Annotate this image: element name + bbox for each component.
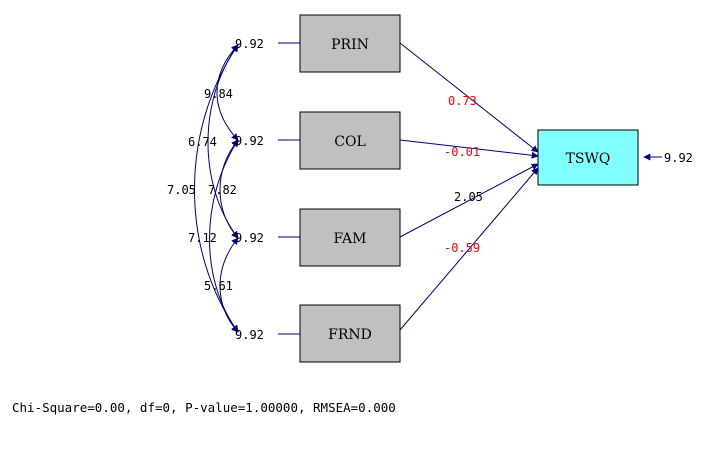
cov-arc-col-frnd <box>209 139 239 333</box>
cov-label-col-frnd: 7.12 <box>188 231 217 245</box>
node-frnd-label: FRND <box>328 327 372 343</box>
path-prin-tswq <box>399 42 539 153</box>
node-prin: PRIN <box>299 14 401 73</box>
node-tswq-label: TSWQ <box>566 151 611 167</box>
node-fam: FAM <box>299 208 401 267</box>
coef-fam-tswq: 2.05 <box>454 190 483 204</box>
path-frnd-tswq <box>399 167 539 331</box>
cov-label-col-fam: 7.82 <box>208 183 237 197</box>
coef-prin-tswq: 0.73 <box>448 94 477 108</box>
node-col: COL <box>299 111 401 170</box>
node-col-label: COL <box>334 134 366 150</box>
error-variance-col: 9.92 <box>235 134 264 148</box>
cov-label-prin-frnd: 7.05 <box>167 183 196 197</box>
cov-label-fam-frnd: 5.61 <box>204 279 233 293</box>
fit-statistics: Chi-Square=0.00, df=0, P-value=1.00000, … <box>12 400 396 415</box>
coef-col-tswq: -0.01 <box>444 145 480 159</box>
cov-label-prin-fam: 6.74 <box>188 135 217 149</box>
path-col-tswq <box>399 139 539 159</box>
node-tswq: TSWQ <box>537 129 639 186</box>
node-prin-label: PRIN <box>331 37 369 53</box>
cov-arc-prin-col <box>216 44 239 141</box>
error-variance-prin: 9.92 <box>235 37 264 51</box>
node-fam-label: FAM <box>334 231 367 247</box>
cov-label-prin-col: 9.84 <box>204 87 233 101</box>
coef-frnd-tswq: -0.59 <box>444 241 480 255</box>
cov-arc-prin-frnd <box>194 44 239 333</box>
error-variance-fam: 9.92 <box>235 231 264 245</box>
cov-arc-fam-frnd <box>219 237 239 333</box>
cov-arc-col-fam <box>219 139 239 239</box>
covariance-arcs <box>194 44 239 333</box>
path-fam-tswq <box>399 163 539 238</box>
node-frnd: FRND <box>299 304 401 363</box>
error-variance-tswq: 9.92 <box>664 151 693 165</box>
error-variance-frnd: 9.92 <box>235 328 264 342</box>
